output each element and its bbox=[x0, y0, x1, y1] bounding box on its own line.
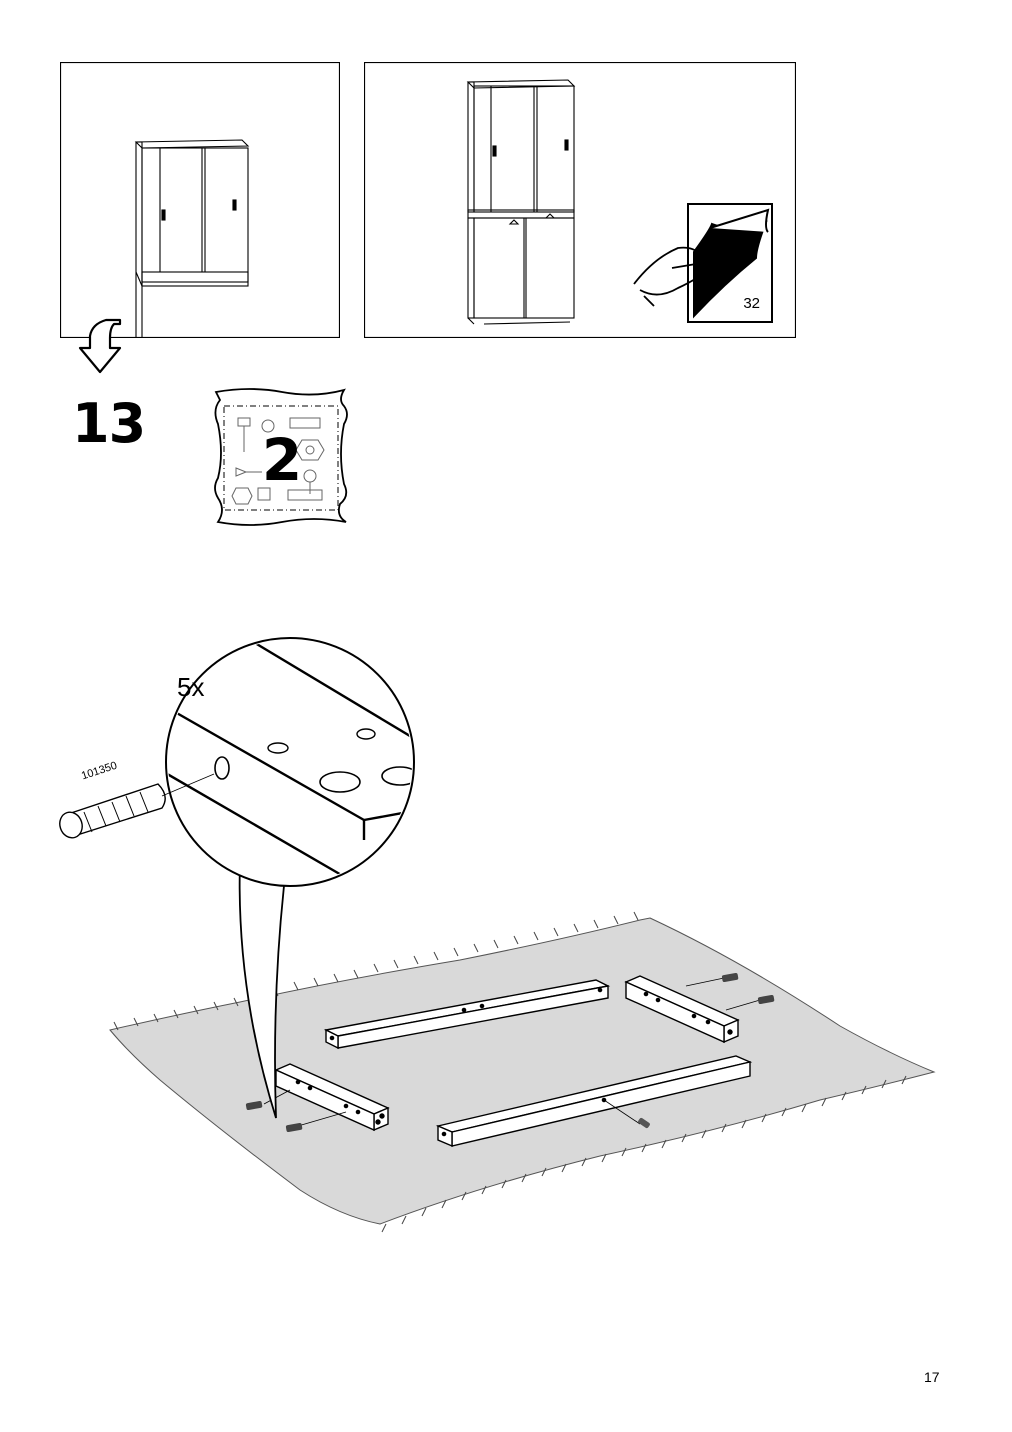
overview-panel-right: 32 bbox=[364, 62, 796, 338]
protective-mat bbox=[109, 911, 936, 1233]
short-rail-right bbox=[624, 975, 740, 1044]
dowel-pin bbox=[638, 1117, 650, 1129]
step-number: 13 bbox=[72, 392, 146, 455]
quantity-label: 5x bbox=[177, 672, 205, 702]
long-rail-back bbox=[323, 979, 611, 1050]
hardware-bag-icon: 2 bbox=[210, 384, 354, 530]
long-rail-front bbox=[435, 1055, 753, 1148]
assembly-illustration bbox=[40, 630, 960, 1250]
wooden-dowel-icon bbox=[59, 773, 215, 839]
turn-page-icon bbox=[633, 203, 773, 323]
detail-callout bbox=[165, 637, 415, 1119]
page-number: 17 bbox=[924, 1369, 940, 1385]
down-arrow-icon bbox=[76, 318, 126, 376]
tall-cabinet-illustration bbox=[466, 79, 576, 325]
overview-panel-left bbox=[60, 62, 340, 338]
cabinet-illustration bbox=[134, 139, 250, 338]
bag-number: 2 bbox=[262, 426, 302, 494]
page-reference: 32 bbox=[743, 295, 760, 312]
